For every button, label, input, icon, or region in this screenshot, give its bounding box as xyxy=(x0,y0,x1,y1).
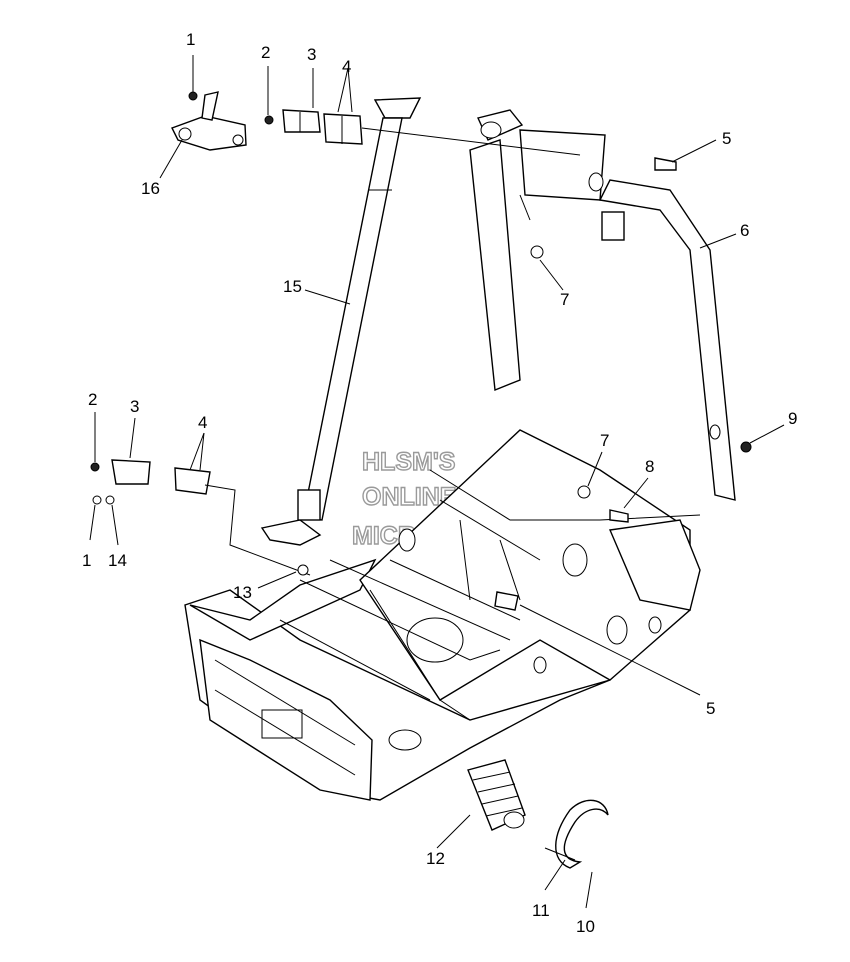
hardware xyxy=(297,157,752,611)
callout-7-top: 7 xyxy=(560,290,569,309)
callout-6: 6 xyxy=(740,221,749,240)
callout-14: 14 xyxy=(108,551,127,570)
part-11-clip xyxy=(544,799,609,869)
parts-3-4-clamps-left xyxy=(90,459,311,576)
callout-1-top: 1 xyxy=(186,30,195,49)
part-6-roll-bar xyxy=(469,109,736,501)
callout-12: 12 xyxy=(426,849,445,868)
callout-10: 10 xyxy=(576,917,595,936)
callout-4-top: 4 xyxy=(342,57,351,76)
callout-11: 11 xyxy=(532,901,550,920)
callout-3-left: 3 xyxy=(130,397,139,416)
leader-lines xyxy=(89,55,785,909)
part-16-linkage xyxy=(171,91,247,151)
callout-2-left: 2 xyxy=(88,390,97,409)
callout-4-left: 4 xyxy=(198,413,207,432)
callouts: 1 2 3 4 16 5 6 7 15 9 2 3 4 1 14 7 8 13 … xyxy=(82,30,797,936)
part-15-support-post xyxy=(260,97,422,546)
part-12-cylinder xyxy=(467,759,526,831)
callout-16: 16 xyxy=(141,179,160,198)
main-frame xyxy=(184,429,701,801)
callout-1-left: 1 xyxy=(82,551,91,570)
callout-9: 9 xyxy=(788,409,797,428)
callout-5-bottom: 5 xyxy=(706,699,715,718)
callout-7-mid: 7 xyxy=(600,431,609,450)
parts-3-4-clamps-top xyxy=(264,109,581,156)
callout-2-top: 2 xyxy=(261,43,270,62)
callout-3-top: 3 xyxy=(307,45,316,64)
callout-5-top: 5 xyxy=(722,129,731,148)
callout-15: 15 xyxy=(283,277,302,296)
callout-13: 13 xyxy=(233,583,252,602)
callout-8: 8 xyxy=(645,457,654,476)
watermark-line-1: HLSM'S xyxy=(362,448,455,476)
